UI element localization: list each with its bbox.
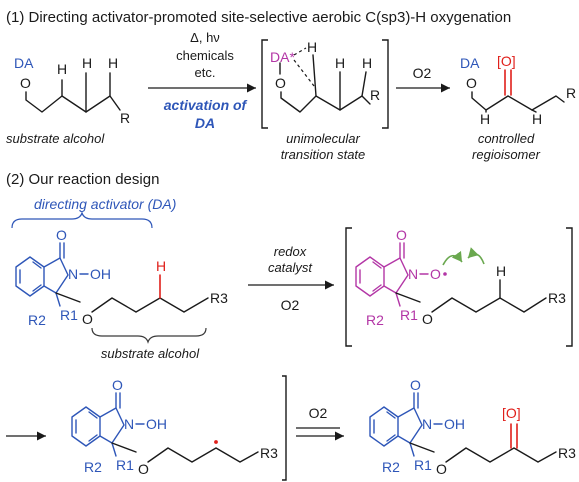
mol4-oh: OH <box>444 416 465 432</box>
section2-heading: (2) Our reaction design <box>6 171 159 188</box>
mol4-r3: R3 <box>558 445 576 461</box>
mol4-ether-o: O <box>436 461 447 477</box>
product-o-atom: O <box>466 75 477 91</box>
mol3-r3: R3 <box>260 445 278 461</box>
mol4-carbonyl-o: O <box>410 377 421 393</box>
redox-arrow-top2: catalyst <box>268 260 313 275</box>
redox-arrow-top1: redox <box>274 244 307 259</box>
molecule2-radical-intermediate: O N O R2 R1 O H R3 <box>345 227 573 347</box>
mol1-n-atom: N <box>68 266 78 282</box>
mol3-n-atom: N <box>124 416 134 432</box>
substrate-alcohol-brace <box>91 327 207 344</box>
directing-activator-label: directing activator (DA) <box>34 196 176 212</box>
molecule1-substrate: O N OH R2 R1 O H R3 substrate alcohol <box>15 227 228 361</box>
mol3-r2: R2 <box>84 459 102 475</box>
mol3-right-bracket <box>282 375 287 481</box>
step2-o2-label: O2 <box>413 65 432 81</box>
mol3-ether-o: O <box>138 461 149 477</box>
mol2-ether-o: O <box>422 311 433 327</box>
redox-arrow-o2: O2 <box>281 297 300 313</box>
product-h1: H <box>480 111 490 127</box>
substrate-caption: substrate alcohol <box>6 131 105 146</box>
mol2-carbonyl-o: O <box>396 227 407 243</box>
mol3-carbonyl-o: O <box>112 377 123 393</box>
step1-conditions-line3: etc. <box>195 65 216 80</box>
step4-o2-label: O2 <box>309 405 328 421</box>
substrate-h2: H <box>82 55 92 71</box>
ts-r: R <box>370 87 380 103</box>
product-h2: H <box>532 111 542 127</box>
substrate-h3: H <box>108 55 118 71</box>
product-r: R <box>566 85 576 101</box>
step1-conditions-line2: chemicals <box>176 48 234 63</box>
mol1-oh: OH <box>90 266 111 282</box>
mol2-o-radical: O <box>430 266 441 282</box>
mol2-h: H <box>496 263 506 279</box>
step4-arrow: O2 <box>296 405 344 441</box>
product-oxygen-label: [O] <box>497 53 516 69</box>
directing-activator-brace <box>11 211 153 229</box>
ts-da-star: DA* <box>270 49 295 65</box>
substrate-h1: H <box>57 61 67 77</box>
section1-heading: (1) Directing activator-promoted site-se… <box>6 9 511 26</box>
molecule4-ketone-product: O N OH R2 R1 O [O] R3 <box>369 377 576 477</box>
mol1-r3: R3 <box>210 290 228 306</box>
ts-caption-line2: transition state <box>281 147 366 162</box>
product-da-label: DA <box>460 55 480 71</box>
redox-arrow: redox catalyst O2 <box>248 244 334 313</box>
transition-state-structure: DA* H O H H R unimolecular transition st… <box>261 39 389 162</box>
mol4-n-atom: N <box>422 416 432 432</box>
step2-arrow: O2 <box>396 65 450 93</box>
step1-arrow: Δ, hν chemicals etc. activation of DA <box>148 30 256 131</box>
mol1-target-h: H <box>156 258 166 274</box>
mol2-n-atom: N <box>408 266 418 282</box>
molecule3-carbon-radical: O N OH R2 R1 O R3 <box>71 377 278 477</box>
substrate-r: R <box>120 110 130 126</box>
substrate-alcohol-structure: DA O H H H R substrate alcohol <box>6 55 130 146</box>
mol1-caption: substrate alcohol <box>101 346 200 361</box>
step1-conditions-line1: Δ, hν <box>190 30 220 45</box>
mol2-r2: R2 <box>366 312 384 328</box>
substrate-da-label: DA <box>14 55 34 71</box>
mol2-r3: R3 <box>548 290 566 306</box>
mol1-r1: R1 <box>60 307 78 323</box>
mol4-r1: R1 <box>414 457 432 473</box>
ts-h2: H <box>362 55 372 71</box>
ts-caption-line1: unimolecular <box>286 131 360 146</box>
ts-o-atom: O <box>275 75 286 91</box>
step1-activation-line1: activation of <box>164 97 248 113</box>
product-structure: DA [O] O H H R controlled regioisomer <box>460 53 576 162</box>
mol3-oh: OH <box>146 416 167 432</box>
mol1-r2: R2 <box>28 312 46 328</box>
product-caption-line2: regioisomer <box>472 147 541 162</box>
ts-h-top: H <box>307 39 317 55</box>
mol1-carbonyl-o: O <box>56 227 67 243</box>
mol3-r1: R1 <box>116 457 134 473</box>
substrate-o-atom: O <box>20 75 31 91</box>
product-caption-line1: controlled <box>478 131 535 146</box>
step1-activation-line2: DA <box>195 115 215 131</box>
mol1-ether-o: O <box>82 311 93 327</box>
mol2-r1: R1 <box>400 307 418 323</box>
mol4-r2: R2 <box>382 459 400 475</box>
mol4-oxygen-label: [O] <box>502 405 521 421</box>
ts-h1: H <box>335 55 345 71</box>
